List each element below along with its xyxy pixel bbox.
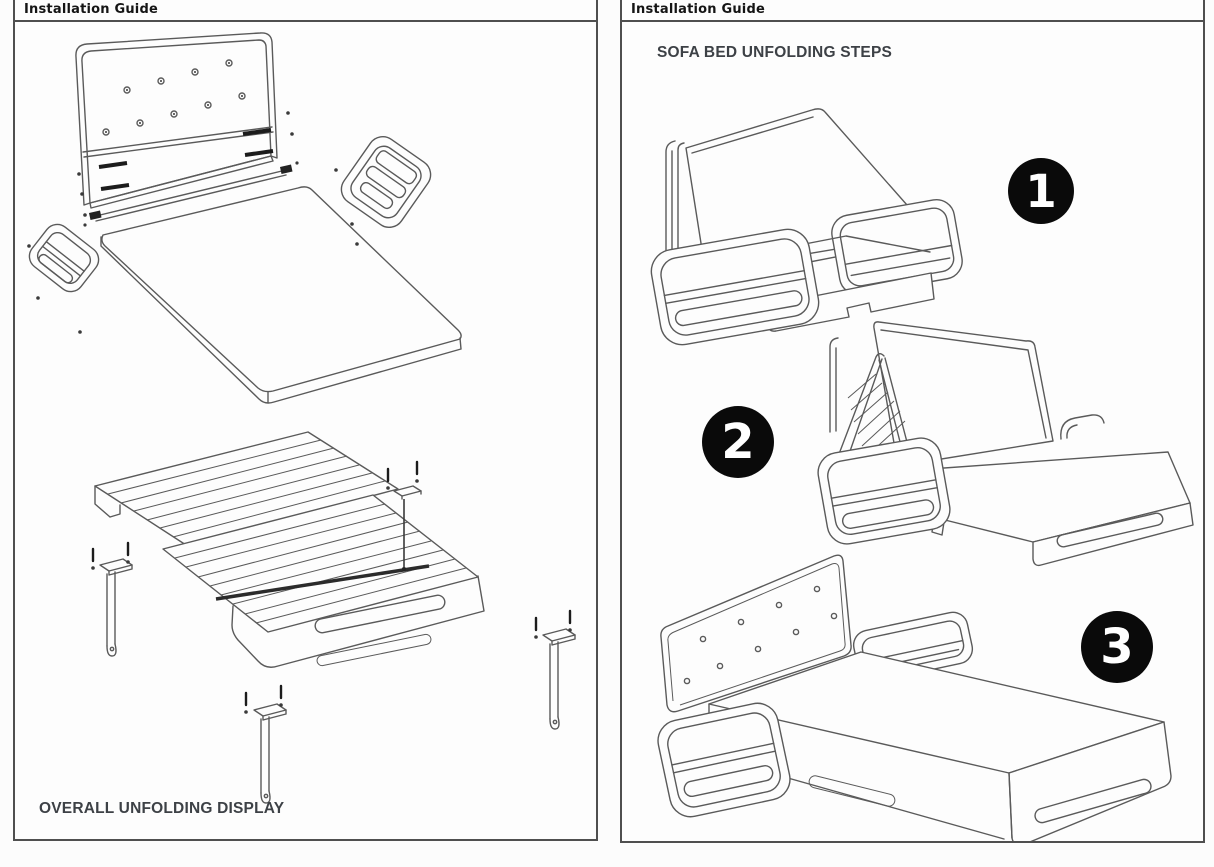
mattress-platform-part: [100, 186, 462, 404]
back-slat-panel: [94, 431, 399, 546]
left-page-caption: OVERALL UNFOLDING DISPLAY: [39, 800, 285, 817]
left-page-panel: Installation Guide: [13, 0, 598, 841]
front-armrest: [817, 437, 951, 545]
exploded-bed-parts-drawing: [27, 32, 462, 404]
side-bracket-right: [340, 135, 432, 229]
side-bracket-left: [28, 223, 100, 293]
slatted-base-drawing: [91, 431, 576, 804]
right-page-header: Installation Guide: [622, 0, 1203, 22]
overall-unfolding-illustration: [27, 32, 576, 804]
headboard: [660, 554, 852, 713]
base-rail: [231, 575, 485, 668]
right-page-panel: Installation Guide SOFA BED UNFOLDING ST…: [620, 0, 1205, 843]
step-1-sofa-folded-drawing: [650, 108, 963, 346]
step-2-badge: 2: [702, 406, 774, 478]
step-3-unfolded-bed-drawing: [657, 554, 1172, 841]
step-1-badge: 1: [1008, 158, 1074, 224]
bed-leg-left: [91, 541, 133, 657]
unfolding-steps-illustration: [650, 108, 1194, 841]
bed-leg-inserting: [386, 460, 422, 571]
steps-title: SOFA BED UNFOLDING STEPS: [657, 44, 893, 61]
left-page-header: Installation Guide: [15, 0, 596, 22]
front-armrest: [650, 228, 820, 346]
step-2-unfolding-drawing: [817, 321, 1194, 567]
headboard-part: [75, 32, 294, 217]
bed-leg-right: [534, 609, 576, 730]
step-3-badge: 3: [1081, 611, 1153, 683]
bed-leg-front: [244, 684, 287, 804]
left-armrest: [657, 702, 791, 818]
connecting-rod-part: [83, 161, 299, 227]
scissor-frame: [838, 353, 914, 470]
fold-hinge-line: [215, 564, 430, 601]
right-armrest: [831, 198, 963, 296]
headboard-buttons: [683, 585, 838, 685]
headboard-buttons: [102, 59, 246, 136]
